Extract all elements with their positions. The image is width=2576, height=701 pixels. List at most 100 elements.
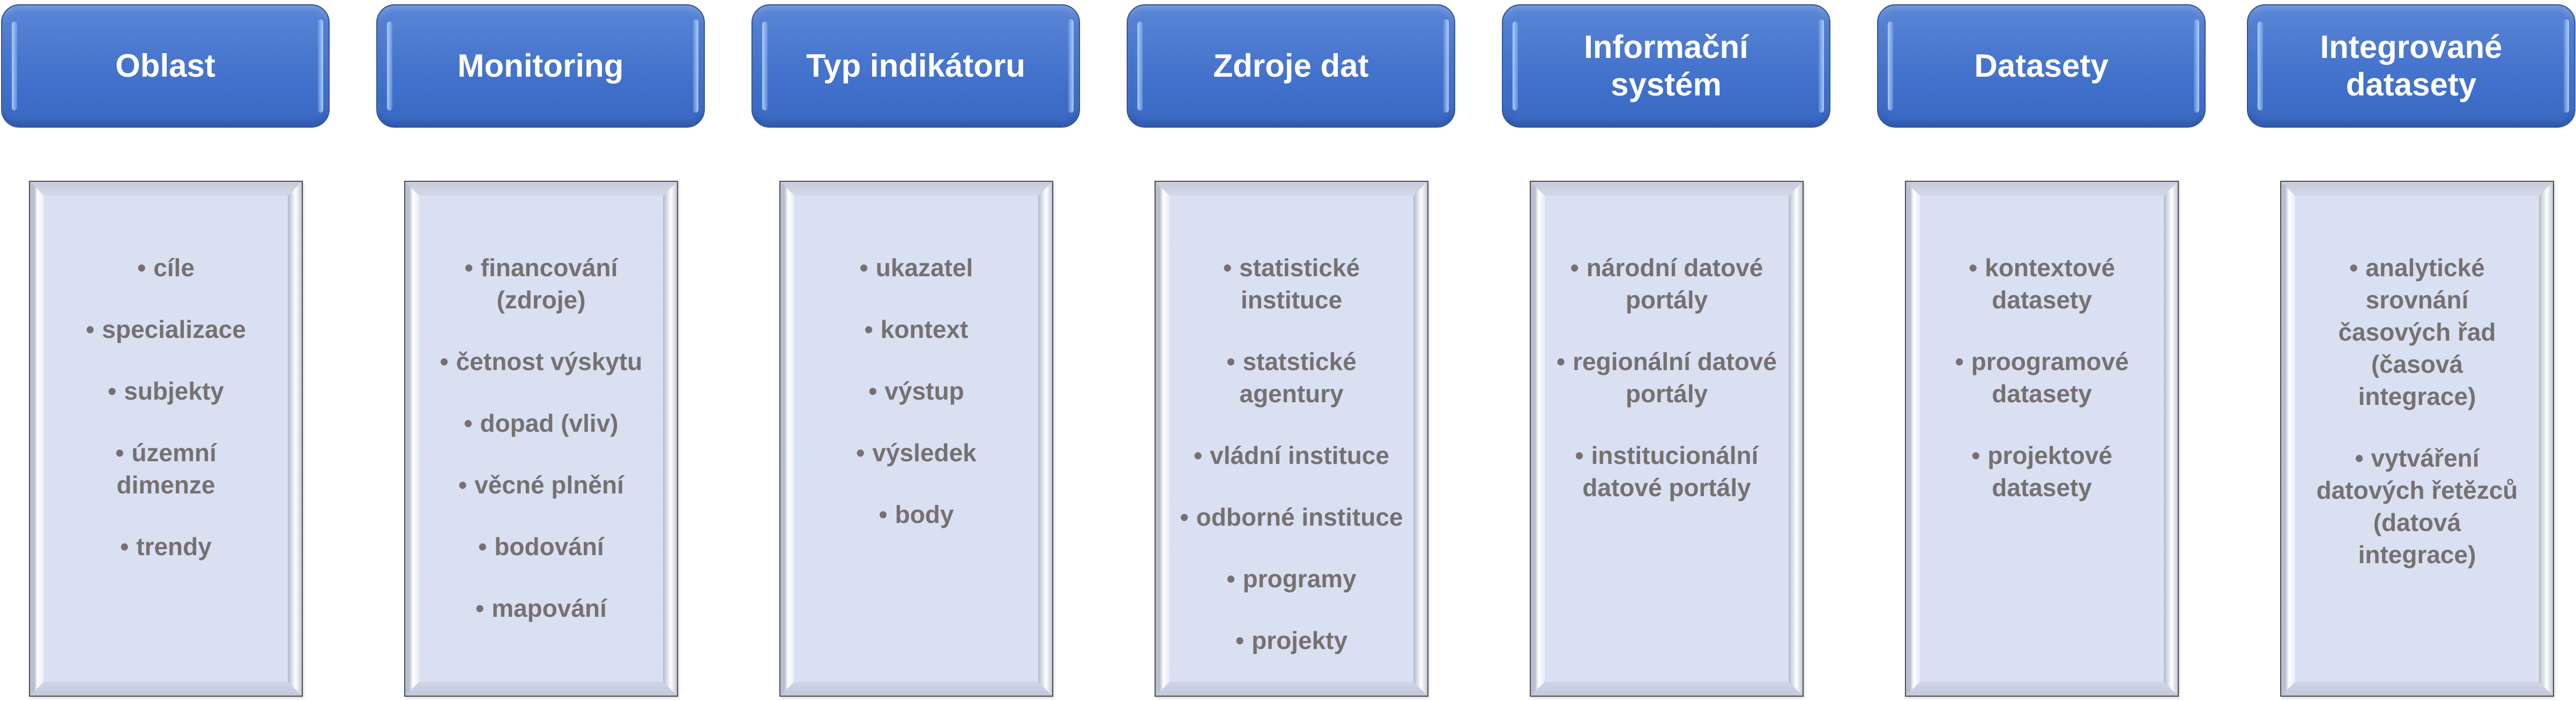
item-text: statstické agentury bbox=[1239, 348, 1357, 408]
bevel bbox=[2281, 182, 2553, 196]
list-item: •odborné instituce bbox=[1170, 501, 1413, 533]
list-item: •výsledek bbox=[794, 437, 1038, 469]
panel-integrovane-datasety: •analytické srovnání časových řad (časov… bbox=[2280, 181, 2554, 697]
item-text: statistické instituce bbox=[1239, 254, 1360, 314]
list-item: •programy bbox=[1170, 563, 1413, 595]
item-text: cíle bbox=[153, 254, 195, 282]
item-text: vytváření datových řetězců (datová integ… bbox=[2316, 444, 2518, 569]
header-datasety: Datasety bbox=[1877, 4, 2206, 128]
list-item: •kontext bbox=[794, 313, 1038, 345]
bullet-icon: • bbox=[458, 471, 467, 499]
list-item: •ukazatel bbox=[794, 252, 1038, 284]
bullet-icon: • bbox=[475, 594, 485, 622]
bullet-icon: • bbox=[859, 254, 868, 282]
bevel bbox=[1038, 182, 1052, 696]
item-text: četnost výskytu bbox=[456, 348, 643, 375]
bullet-icon: • bbox=[440, 348, 449, 375]
column-monitoring: Monitoring •financování (zdroje) •četnos… bbox=[376, 0, 705, 701]
column-oblast: Oblast •cíle •specializace •subjekty •úz… bbox=[1, 0, 330, 701]
item-text: specializace bbox=[102, 315, 246, 343]
item-list: •analytické srovnání časových řad (časov… bbox=[2295, 252, 2539, 600]
list-item: •kontextové datasety bbox=[1920, 252, 2164, 316]
list-item: •dopad (vliv) bbox=[419, 407, 663, 439]
list-item: •subjekty bbox=[44, 375, 288, 407]
item-text: vládní instituce bbox=[1210, 441, 1389, 469]
bullet-icon: • bbox=[464, 409, 473, 437]
bevel bbox=[1531, 182, 1803, 196]
bevel bbox=[1156, 682, 1427, 696]
list-item: •proogramové datasety bbox=[1920, 345, 2164, 410]
bullet-icon: • bbox=[108, 377, 117, 405]
bullet-icon: • bbox=[120, 533, 129, 560]
panel-zdroje-dat: •statistické instituce •statstické agent… bbox=[1155, 181, 1428, 697]
header-integrovane-datasety: Integrované datasety bbox=[2247, 4, 2575, 128]
list-item: • četnost výskytu bbox=[419, 345, 663, 378]
bevel bbox=[405, 182, 419, 696]
bevel bbox=[405, 182, 677, 196]
bullet-icon: • bbox=[864, 315, 873, 343]
item-text: výsledek bbox=[872, 439, 977, 467]
item-list: •kontextové datasety •proogramové datase… bbox=[1920, 252, 2164, 533]
column-informacni-system: Informační systém •národní datové portál… bbox=[1502, 0, 1830, 701]
header-label: Monitoring bbox=[457, 48, 624, 84]
panel-datasety: •kontextové datasety •proogramové datase… bbox=[1905, 181, 2179, 697]
header-label: Typ indikátoru bbox=[806, 48, 1025, 84]
item-text: mapování bbox=[492, 594, 607, 622]
list-item: •specializace bbox=[44, 313, 288, 345]
list-item: • regionální datové portály bbox=[1545, 345, 1789, 410]
bullet-icon: • bbox=[1226, 565, 1235, 593]
bevel bbox=[288, 182, 302, 696]
list-item: •analytické srovnání časových řad (časov… bbox=[2295, 252, 2539, 412]
list-item: •mapování bbox=[419, 592, 663, 624]
bevel bbox=[405, 682, 677, 696]
item-text: dopad (vliv) bbox=[480, 409, 619, 437]
bullet-icon: • bbox=[868, 377, 877, 405]
header-label: Zdroje dat bbox=[1213, 48, 1369, 84]
item-list: •národní datové portály • regionální dato… bbox=[1545, 252, 1789, 533]
bevel bbox=[2281, 682, 2553, 696]
bevel bbox=[1531, 182, 1545, 696]
list-item: •vládní instituce bbox=[1170, 439, 1413, 471]
list-item: •projektové datasety bbox=[1920, 439, 2164, 504]
list-item: •statstické agentury bbox=[1170, 345, 1413, 410]
item-list: •ukazatel •kontext •výstup •výsledek •bo… bbox=[794, 252, 1038, 560]
bevel bbox=[2281, 182, 2295, 696]
bullet-icon: • bbox=[1180, 503, 1189, 531]
item-text: body bbox=[895, 500, 954, 528]
bevel bbox=[2539, 182, 2553, 696]
list-item: •věcné plnění bbox=[419, 469, 663, 501]
item-text: projekty bbox=[1252, 626, 1348, 654]
bullet-icon: • bbox=[137, 254, 146, 282]
item-text: trendy bbox=[136, 533, 212, 560]
bullet-icon: • bbox=[1969, 254, 1978, 282]
bevel bbox=[780, 682, 1052, 696]
item-list: •statistické instituce •statstické agent… bbox=[1170, 252, 1413, 686]
header-label: Datasety bbox=[1974, 48, 2109, 84]
list-item: •body bbox=[794, 498, 1038, 530]
list-item: •cíle bbox=[44, 252, 288, 284]
bullet-icon: • bbox=[1194, 441, 1203, 469]
header-informacni-system: Informační systém bbox=[1502, 4, 1830, 128]
item-list: •cíle •specializace •subjekty •územní di… bbox=[44, 252, 288, 592]
header-zdroje-dat: Zdroje dat bbox=[1127, 4, 1455, 128]
bullet-icon: • bbox=[1557, 348, 1566, 375]
item-text: územní dimenze bbox=[116, 439, 217, 499]
item-text: analytické srovnání časových řad (časová… bbox=[2338, 254, 2496, 410]
column-integrovane-datasety: Integrované datasety •analytické srovnán… bbox=[2247, 0, 2575, 701]
bevel bbox=[2164, 182, 2178, 696]
panel-oblast: •cíle •specializace •subjekty •územní di… bbox=[29, 181, 303, 697]
item-text: regionální datové portály bbox=[1573, 348, 1777, 408]
bevel bbox=[1906, 182, 2178, 196]
list-item: •výstup bbox=[794, 375, 1038, 407]
list-item: • trendy bbox=[44, 530, 288, 563]
header-typ-indikatoru: Typ indikátoru bbox=[751, 4, 1080, 128]
bullet-icon: • bbox=[1575, 441, 1584, 469]
bullet-icon: • bbox=[464, 254, 473, 282]
item-text: bodování bbox=[494, 533, 604, 560]
column-typ-indikatoru: Typ indikátoru •ukazatel •kontext •výstu… bbox=[751, 0, 1080, 701]
bullet-icon: • bbox=[1971, 441, 1981, 469]
list-item: •národní datové portály bbox=[1545, 252, 1789, 316]
bullet-icon: • bbox=[1955, 348, 1964, 375]
bullet-icon: • bbox=[1223, 254, 1232, 282]
item-text: výstup bbox=[884, 377, 964, 405]
